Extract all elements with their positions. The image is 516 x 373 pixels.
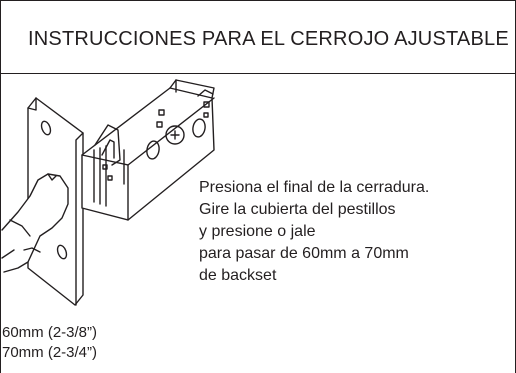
adjustable-latch-icon	[1, 79, 215, 306]
backset-size-70: 70mm (2-3/4”)	[2, 344, 98, 361]
instruction-line: para pasar de 60mm a 70mm	[199, 245, 409, 262]
backset-size-60: 60mm (2-3/8”)	[2, 324, 98, 341]
title-bar: INSTRUCCIONES PARA EL CERROJO AJUSTABLE	[1, 1, 515, 74]
instruction-line: y presione o jale	[199, 223, 316, 240]
page-title: INSTRUCCIONES PARA EL CERROJO AJUSTABLE	[28, 28, 509, 50]
instruction-line: Gire la cubierta del pestillos	[199, 201, 396, 218]
backset-sizes: 60mm (2-3/8”) 70mm (2-3/4”)	[2, 323, 97, 363]
instruction-line: de backset	[199, 267, 277, 284]
instruction-line: Presiona el final de la cerradura.	[199, 179, 430, 196]
instructions-text: Presiona el final de la cerradura. Gire …	[199, 177, 429, 287]
